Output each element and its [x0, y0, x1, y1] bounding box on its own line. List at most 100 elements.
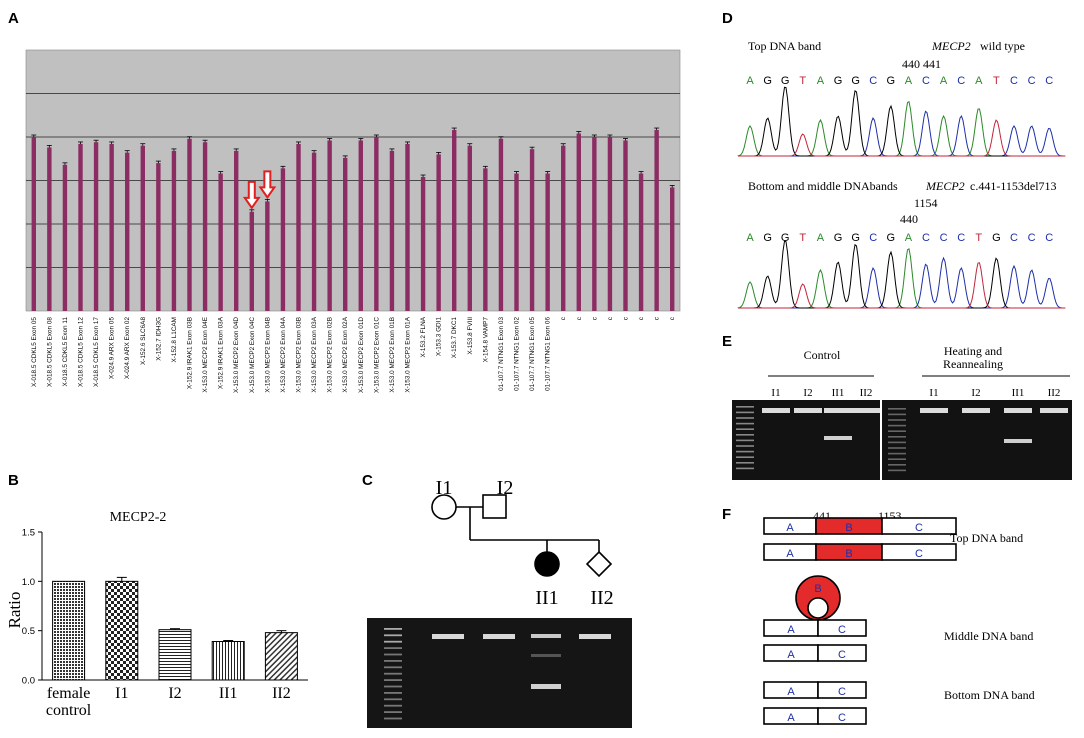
- gel-band: [1004, 408, 1032, 413]
- x-tick-label: female: [47, 685, 91, 702]
- ladder-band: [888, 458, 906, 460]
- bar: [105, 580, 139, 681]
- bar: [638, 173, 644, 311]
- base-letter: C: [1010, 75, 1018, 87]
- ladder-band: [736, 422, 754, 425]
- trace-a: [737, 247, 1065, 309]
- bar: [234, 150, 239, 311]
- x-tick-label: X-153.0 MECP2 Exon 01D: [358, 317, 365, 393]
- base-letter: C: [1010, 232, 1018, 244]
- x-tick-label: X-152.9 IRAK1 Exon 03A: [218, 316, 225, 389]
- gel-band-ii1-bottom: [531, 684, 561, 689]
- segment-label: B: [814, 583, 821, 595]
- bar: [483, 168, 488, 311]
- ladder-band: [384, 679, 402, 681]
- segment-label: C: [915, 522, 923, 534]
- gel-image-heating: [882, 400, 1072, 480]
- x-tick-label: X-153.0 MECP2 Exon 03A: [311, 316, 318, 392]
- segment-c: [881, 543, 957, 561]
- base-letter: A: [905, 75, 913, 87]
- x-tick-label: X-153.2 FLNA: [420, 316, 427, 357]
- heating-group-label-2: Reannealing: [943, 357, 1003, 371]
- ladder-band: [384, 666, 402, 669]
- gel-band-i1: [432, 634, 464, 639]
- bar: [265, 201, 270, 311]
- pedigree-label-i1: I1: [436, 477, 453, 499]
- segment-label: C: [838, 712, 846, 724]
- x-tick-label: II2: [272, 685, 291, 702]
- x-tick-label: control: [46, 702, 92, 719]
- base-letter: T: [975, 232, 982, 244]
- ladder-band: [888, 436, 906, 438]
- base-letter: C: [1045, 75, 1053, 87]
- top-band-title: Top DNA band: [748, 39, 821, 53]
- x-tick-label: X-153.0 MECP2 Exon 01C: [373, 317, 380, 393]
- bottom-band-caption: Bottom DNA band: [944, 688, 1035, 702]
- lane-label: II1: [1012, 387, 1025, 399]
- lane-label: I1: [929, 387, 938, 399]
- bottom-position-1154: 1154: [914, 196, 938, 210]
- panel-e-label: E: [722, 333, 733, 350]
- base-letter: G: [887, 232, 896, 244]
- x-tick-label: X-152.6 SLC6A8: [140, 317, 147, 365]
- x-tick-label: X-153.0 MECP2 Exon 03B: [296, 317, 303, 393]
- pedigree-unknown-sex-ii2: [585, 550, 613, 578]
- bar: [670, 187, 675, 311]
- base-letter: A: [975, 75, 983, 87]
- gel-band: [762, 408, 790, 413]
- pedigree-affected-female-ii1: [534, 551, 560, 577]
- gel-band: [824, 408, 852, 413]
- ladder-band: [736, 428, 754, 430]
- bar: [436, 154, 441, 311]
- ladder-band: [384, 640, 402, 643]
- x-tick-label: X-153.0 MECP2 Exon 01B: [389, 317, 396, 393]
- x-tick-label: 01-107.7 NTNG1 Exon 06: [545, 317, 552, 391]
- gel-band-ii2: [579, 634, 611, 639]
- bar: [296, 143, 301, 311]
- x-tick-label: X-153.0 MECP2 Exon 04A: [280, 316, 287, 392]
- x-tick-label: X-153.0 MECP2 Exon 04D: [233, 317, 240, 393]
- bar: [158, 629, 192, 681]
- red-arrow-icon: [242, 180, 261, 210]
- base-letter: C: [922, 232, 930, 244]
- base-letter: G: [763, 232, 772, 244]
- base-letter: C: [957, 75, 965, 87]
- x-tick-label: X-018.5 CDKL5 Exon 17: [93, 317, 100, 387]
- ladder-band: [384, 698, 402, 701]
- base-letter: C: [957, 232, 965, 244]
- segment-label: A: [787, 649, 795, 661]
- ladder-band: [384, 628, 402, 630]
- x-tick-label: X-153.7 DKC1: [451, 317, 458, 359]
- x-tick-label: X-018.5 CDKL5 Exon 05: [31, 317, 38, 387]
- x-tick-label: X-153.0 MECP2 Exon 04E: [202, 317, 209, 393]
- bar: [202, 142, 208, 311]
- pedigree-male-i2: [482, 494, 507, 519]
- x-tick-label: X-024.9 ARX Exon 05: [109, 317, 116, 380]
- bar: [529, 149, 535, 311]
- ladder-band: [888, 419, 906, 421]
- base-letter: T: [799, 75, 806, 87]
- bar: [52, 580, 86, 681]
- segment-c: [817, 619, 867, 637]
- lane-label: II1: [832, 387, 845, 399]
- x-tick-label: c: [654, 316, 661, 320]
- base-letter: G: [781, 75, 790, 87]
- ladder-band: [888, 452, 906, 455]
- gel-band-i2: [483, 634, 515, 639]
- segment-label: A: [787, 624, 795, 636]
- base-letter: T: [993, 75, 1000, 87]
- x-tick-label: X-154.8 VAMP7: [482, 317, 489, 363]
- segment-c: [817, 644, 867, 662]
- ladder-band: [888, 413, 906, 416]
- y-tick-label: 0.5: [22, 626, 35, 637]
- y-tick-label: 1.5: [22, 528, 35, 539]
- bar: [280, 168, 286, 311]
- base-letter: A: [746, 75, 754, 87]
- ladder-band: [384, 685, 402, 688]
- bar: [47, 147, 52, 311]
- panel-c-label: C: [362, 472, 373, 489]
- bottom-gene-desc: c.441-1153del713: [970, 179, 1057, 193]
- bar: [327, 140, 332, 311]
